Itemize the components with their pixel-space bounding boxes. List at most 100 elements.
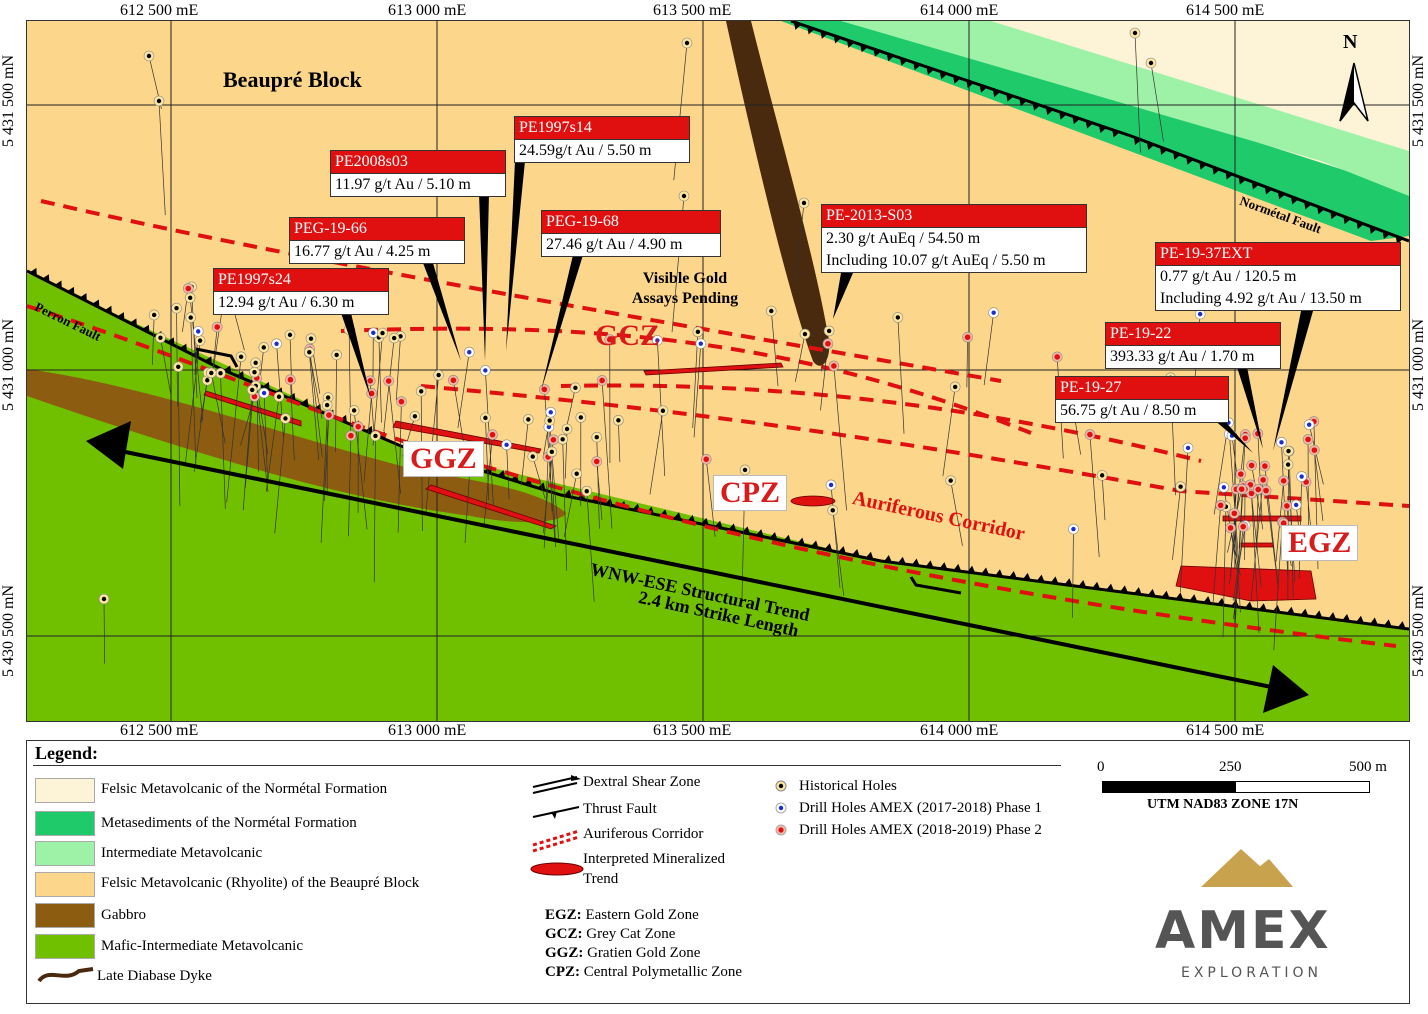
fault-tooth [365, 425, 373, 434]
easting-label-bottom: 614 000 mE [920, 722, 999, 739]
phase1-hole [695, 338, 707, 349]
mineralized-trend-icon [530, 862, 584, 876]
perron-fault-teeth [29, 267, 1406, 629]
fault-tooth [1161, 590, 1170, 599]
fault-tooth [563, 489, 572, 498]
legend-label: Historical Holes [799, 778, 897, 794]
fault-tooth [883, 554, 892, 563]
phase1-hole [258, 387, 270, 399]
historical-hole [1129, 27, 1141, 39]
hole-symbols [775, 780, 787, 836]
legend-label: Intermediate Metavolcanic [101, 845, 263, 861]
hole-trace [265, 396, 280, 492]
abbr-code: EGZ: [545, 907, 582, 923]
fault-tooth [1277, 191, 1286, 200]
legend-label: Thrust Fault [583, 801, 657, 817]
historical-hole [148, 309, 160, 321]
fault-tooth [1244, 601, 1253, 609]
callout-pe-19-22[interactable]: PE-19-22 393.33 g/t Au / 1.70 m [1105, 322, 1281, 369]
callout-peg-19-68[interactable]: PEG-19-68 27.46 g/t Au / 4.90 m [541, 210, 721, 257]
scale-end: 500 m [1349, 759, 1387, 775]
hole-trace [770, 310, 779, 387]
structure-symbols [530, 775, 584, 876]
callout-pe2008s03[interactable]: PE2008s03 11.97 g/t Au / 5.10 m [330, 150, 506, 197]
fault-tooth [179, 343, 187, 352]
historical-hole [184, 292, 196, 304]
legend-label: Mafic-Intermediate Metavolcanic [101, 938, 303, 954]
northing-label-left: 5 430 500 mN [0, 585, 17, 677]
fault-tooth [1006, 93, 1014, 102]
callout-pe-19-27[interactable]: PE-19-27 56.75 g/t Au / 8.50 m [1055, 376, 1229, 423]
geology-map[interactable]: Beaupré Block N Normétal Fault Perron Fa… [26, 20, 1410, 722]
callout-pe-2013-s03[interactable]: PE-2013-S03 2.30 g/t AuEq / 54.50 m Incl… [821, 204, 1087, 273]
fault-tooth [29, 267, 37, 276]
phase2-hole [1084, 429, 1096, 440]
fault-tooth [873, 48, 881, 57]
phase2-hole [352, 421, 364, 432]
visible-gold-line2: Assays Pending [631, 290, 739, 307]
callout-line: 0.77 g/t Au / 120.5 m [1160, 268, 1297, 285]
easting-label-top: 613 500 mE [653, 2, 732, 19]
fault-tooth [824, 543, 833, 551]
zone-label-ggz: GGZ [403, 441, 484, 477]
historical-hole [235, 351, 247, 363]
hole-trace [532, 456, 546, 499]
hole-trace [290, 379, 295, 461]
historical-hole-icon [775, 780, 787, 792]
phase2-hole [1257, 474, 1269, 486]
fault-tooth [1008, 571, 1017, 579]
fault-tooth [1160, 146, 1168, 155]
phase2-hole [1252, 484, 1264, 495]
fault-tooth [952, 75, 961, 84]
hole-trace [950, 480, 963, 546]
callout-title: PEG-19-68 [542, 211, 720, 234]
zone-label-cpz: CPZ [713, 475, 787, 511]
historical-hole [1175, 481, 1186, 493]
callout-line: Including 10.07 g/t AuEq / 5.50 m [826, 252, 1046, 269]
phase2-hole [539, 384, 550, 395]
hole-trace [563, 473, 578, 537]
hole-trace [966, 337, 968, 388]
hole-trace [1234, 485, 1244, 630]
historical-hole [304, 346, 315, 358]
visible-gold-line1: Visible Gold [642, 270, 728, 287]
fault-tooth [262, 381, 270, 390]
callout-pe1997s14[interactable]: PE1997s14 24.59g/t Au / 5.50 m [514, 116, 690, 163]
phase2-hole [822, 338, 834, 350]
diabase-dyke [726, 21, 830, 366]
callout-pe-19-37ext[interactable]: PE-19-37EXT 0.77 g/t Au / 120.5 m Includ… [1155, 242, 1401, 311]
hole-trace [308, 352, 320, 460]
hole-trace [795, 202, 805, 282]
hole-trace [649, 410, 664, 495]
hole-trace [596, 461, 603, 521]
hole-trace [263, 393, 268, 481]
phase2-hole [1051, 351, 1063, 363]
callout-pe1997s24[interactable]: PE1997s24 12.94 g/t Au / 6.30 m [213, 268, 389, 315]
phase1-hole [1182, 442, 1194, 454]
fault-tooth [939, 71, 948, 80]
phase1-hole [1218, 482, 1230, 493]
fault-tooth [1146, 142, 1155, 150]
legend-label: Drill Holes AMEX (2018-2019) Phase 2 [799, 822, 1042, 838]
fault-tooth [1072, 116, 1080, 125]
hole-trace [152, 314, 155, 365]
phase2-hole [700, 453, 712, 465]
historical-hole [171, 302, 182, 314]
hole-trace [1179, 447, 1189, 593]
fault-tooth [981, 567, 990, 575]
phase2-hole [1302, 434, 1314, 445]
fault-tooth [1395, 235, 1404, 244]
historical-hole [249, 366, 260, 378]
callout-peg-19-66[interactable]: PEG-19-66 16.77 g/t Au / 4.25 m [289, 217, 465, 264]
fault-tooth [939, 562, 948, 570]
historical-hole [739, 464, 751, 476]
fault-tooth [1369, 617, 1378, 625]
hole-trace [220, 373, 226, 509]
fault-tooth [797, 537, 805, 546]
callout-line: Including 4.92 g/t Au / 13.50 m [1160, 290, 1362, 307]
abbr-code: CPZ: [545, 964, 580, 980]
fault-tooth [1064, 578, 1073, 586]
fault-tooth [1369, 226, 1378, 235]
fault-tooth [1175, 592, 1184, 600]
fault-tooth [1356, 615, 1365, 624]
